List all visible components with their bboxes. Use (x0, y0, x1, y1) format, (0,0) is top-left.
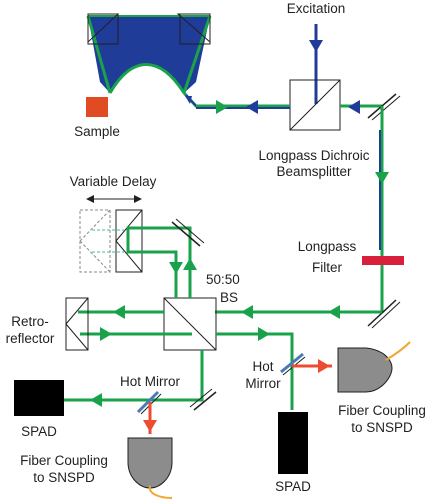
variable-delay-label: Variable Delay (70, 174, 157, 189)
hot-mirror-right-label-line1: Hot (252, 359, 273, 374)
beamsplitter-50-50 (163, 297, 217, 351)
fiber-right-label-line1: Fiber Coupling (338, 403, 426, 418)
filter-label-line2: Filter (312, 260, 343, 275)
excitation-beam (309, 24, 323, 104)
filter-label-line1: Longpass (298, 239, 357, 254)
mirror-bottom-left (193, 391, 217, 411)
reflected-beam-right (292, 359, 332, 373)
bs-right-output-beam (216, 327, 294, 410)
bs-label-line2: BS (220, 290, 238, 305)
dichroic-label-line1: Longpass Dichroic (258, 148, 369, 163)
delay-mirror (171, 221, 201, 247)
longpass-filter (362, 256, 404, 265)
mirror-bottom-right-back (371, 301, 401, 329)
delay-beam (126, 226, 197, 298)
spad-right (278, 412, 308, 474)
hot-mirror-right (280, 352, 304, 374)
fiber-coupler-left (127, 437, 173, 499)
bs-down-output-beam (64, 350, 204, 407)
retroreflector (65, 297, 89, 351)
bs-label-line1: 50:50 (206, 272, 240, 287)
mirror-bottom-left-back (189, 388, 213, 408)
hot-mirror-left-label: Hot Mirror (120, 374, 181, 389)
sample-label: Sample (74, 124, 120, 139)
spad-right-label: SPAD (275, 479, 311, 494)
delay-prism-ghost (79, 209, 124, 273)
sample-chamber (86, 13, 212, 94)
mirror-top-right-back (371, 95, 401, 121)
retro-label-line2: reflector (6, 331, 55, 346)
delay-mirror-back (175, 218, 205, 244)
retro-label-line1: Retro- (11, 314, 49, 329)
fiber-coupler-right (337, 341, 411, 393)
dichroic-to-mirror-beam (340, 100, 382, 114)
hot-mirror-left (136, 390, 160, 414)
delay-arrow (86, 195, 142, 203)
retro-beam (78, 305, 192, 341)
fiber-right-label-line2: to SNSPD (351, 420, 413, 435)
right-vertical-beam (375, 106, 389, 312)
dichroic-to-sample-beam (196, 100, 290, 114)
hot-mirror-right-label-line2: Mirror (245, 376, 281, 391)
reflected-beam-left (143, 402, 157, 434)
bs-input-beam (215, 305, 382, 319)
spad-left (14, 380, 64, 416)
dichroic-label-line2: Beamsplitter (276, 164, 352, 179)
excitation-label: Excitation (287, 1, 346, 16)
fiber-left-label-line1: Fiber Coupling (20, 453, 108, 468)
fiber-left-label-line2: to SNSPD (33, 470, 95, 485)
delay-prism (115, 209, 143, 273)
sample-square (86, 97, 108, 117)
spad-left-label: SPAD (21, 424, 57, 439)
